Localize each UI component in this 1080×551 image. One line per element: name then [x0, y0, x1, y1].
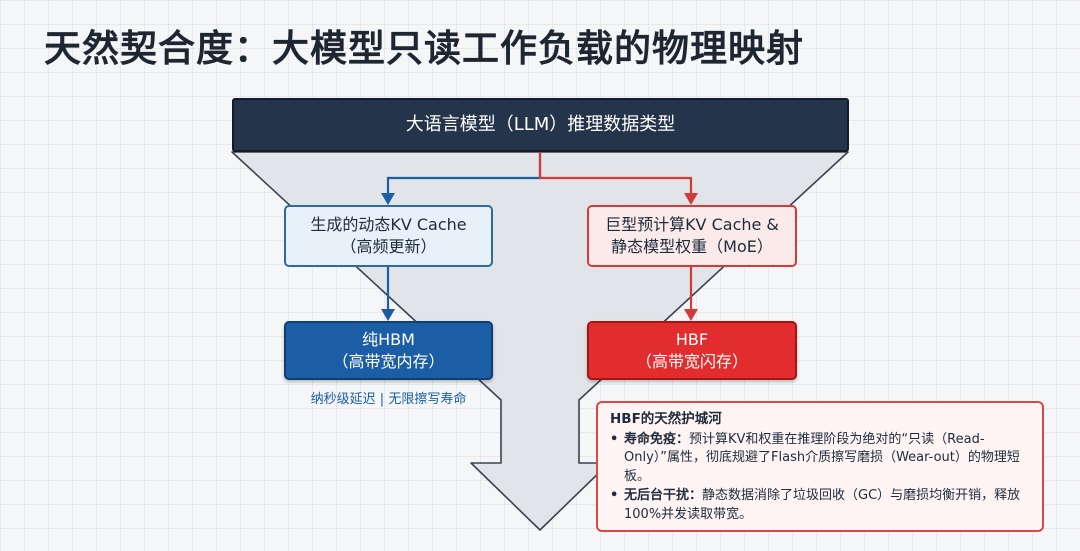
callout-title: HBF的天然护城河 [610, 411, 722, 427]
bullet-heading: 无后台干扰： [624, 488, 703, 504]
bullet-dot-icon: • [610, 431, 619, 447]
hbf-moat-callout: HBF的天然护城河 • 寿命免疫：预计算KV和权重在推理阶段为绝对的“只读（Re… [596, 401, 1044, 532]
bullet-heading: 寿命免疫： [624, 431, 690, 447]
hbm-box: 纯HBM （高带宽内存） [284, 321, 493, 380]
precomputed-kv-weights-sublabel: 静态模型权重（MoE） [611, 237, 773, 256]
arrowhead-hbf [684, 309, 698, 321]
precomputed-kv-weights-box: 巨型预计算KV Cache & 静态模型权重（MoE） [587, 205, 797, 267]
bullet-body: 寿命免疫：预计算KV和权重在推理阶段为绝对的“只读（Read-Only）”属性，… [624, 431, 1032, 488]
llm-data-types-label: 大语言模型（LLM）推理数据类型 [405, 113, 676, 135]
dynamic-kv-cache-sublabel: （高频更新） [340, 237, 437, 256]
llm-data-types-box: 大语言模型（LLM）推理数据类型 [232, 98, 849, 152]
hbf-sublabel: （高带宽闪存） [635, 351, 748, 371]
hbm-note: 纳秒级延迟 | 无限擦写寿命 [310, 392, 467, 407]
bullet-text: 静态数据消除了垃圾回收（GC）与磨损均衡开销，释放100%并发读取带宽。 [624, 488, 1021, 522]
callout-bullet-lifetime: • 寿命免疫：预计算KV和权重在推理阶段为绝对的“只读（Read-Only）”属… [610, 431, 1032, 488]
dynamic-kv-cache-label: 生成的动态KV Cache [310, 215, 467, 235]
arrowhead-moe [684, 193, 698, 205]
hbm-sublabel: （高带宽内存） [332, 351, 445, 371]
callout-bullet-no-interference: • 无后台干扰：静态数据消除了垃圾回收（GC）与磨损均衡开销，释放100%并发读… [610, 487, 1032, 525]
hbf-box: HBF （高带宽闪存） [587, 321, 797, 380]
arrowhead-kv [381, 193, 395, 205]
connector-top-to-moe [538, 152, 693, 196]
bullet-dot-icon: • [610, 488, 619, 504]
hbf-label: HBF [675, 329, 709, 349]
page-title: 天然契合度：大模型只读工作负载的物理映射 [44, 27, 804, 70]
hbm-label: 纯HBM [362, 329, 415, 349]
bullet-body: 无后台干扰：静态数据消除了垃圾回收（GC）与磨损均衡开销，释放100%并发读取带… [624, 487, 1032, 525]
arrowhead-hbm [381, 309, 395, 321]
bullet-text: 预计算KV和权重在推理阶段为绝对的“只读（Read-Only）”属性，彻底规避了… [624, 431, 1020, 485]
dynamic-kv-cache-box: 生成的动态KV Cache （高频更新） [284, 205, 493, 267]
precomputed-kv-weights-label: 巨型预计算KV Cache & [605, 215, 779, 235]
